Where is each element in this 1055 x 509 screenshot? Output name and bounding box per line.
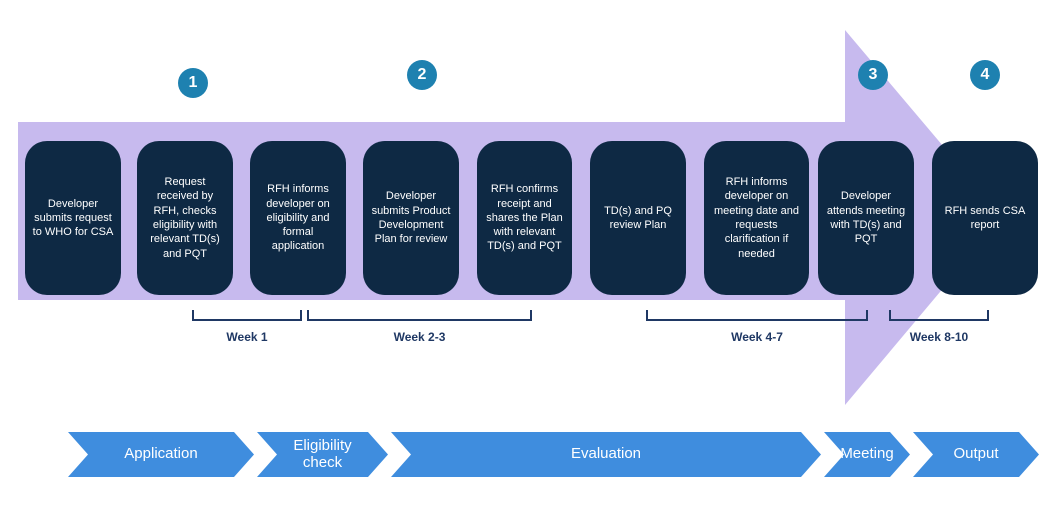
step-text-5: RFH confirms receipt and shares the Plan…	[486, 183, 563, 253]
phase-label-evaluation: Evaluation	[570, 445, 642, 463]
week-group-3: Week 4-7	[646, 310, 868, 344]
step-text-9: RFH sends CSA report	[944, 204, 1026, 231]
step-text-8: Developer attends meeting with TD(s) and…	[826, 190, 906, 246]
bracket-icon	[307, 310, 532, 321]
week-group-4: Week 8-10	[889, 310, 989, 344]
milestone-number-4: 4	[980, 66, 990, 83]
milestone-number-3: 3	[868, 66, 878, 83]
week-label-1: Week 1	[226, 330, 268, 344]
step-box-4: Developer submits Product Development Pl…	[363, 141, 459, 295]
phase-label-output: Output	[953, 445, 999, 463]
phase-eligibility-check: Eligibility check	[257, 432, 388, 477]
milestone-number-1: 1	[188, 74, 198, 91]
step-box-1: Developer submits request to WHO for CSA	[25, 141, 121, 295]
step-text-3: RFH informs developer on eligibility and…	[266, 183, 330, 253]
step-text-1: Developer submits request to WHO for CSA	[32, 197, 114, 239]
week-label-3: Week 4-7	[731, 330, 783, 344]
step-box-5: RFH confirms receipt and shares the Plan…	[477, 141, 572, 295]
phase-label-meeting: Meeting	[840, 445, 894, 463]
milestone-number-2: 2	[417, 66, 427, 83]
phase-label-eligibility-check: Eligibility check	[293, 437, 352, 471]
phase-evaluation: Evaluation	[391, 432, 821, 477]
step-box-9: RFH sends CSA report	[932, 141, 1038, 295]
bracket-icon	[192, 310, 302, 321]
step-text-4: Developer submits Product Development Pl…	[371, 190, 451, 246]
step-box-7: RFH informs developer on meeting date an…	[704, 141, 809, 295]
step-text-7: RFH informs developer on meeting date an…	[713, 176, 799, 260]
step-text-6: TD(s) and PQ review Plan	[604, 204, 672, 231]
week-group-2: Week 2-3	[307, 310, 532, 344]
phase-output: Output	[913, 432, 1039, 477]
step-box-6: TD(s) and PQ review Plan	[590, 141, 686, 295]
step-box-2: Request received by RFH, checks eligibil…	[137, 141, 233, 295]
bracket-icon	[646, 310, 868, 321]
phase-label-application: Application	[124, 445, 198, 463]
milestone-circle-3: 3	[858, 60, 888, 90]
step-text-2: Request received by RFH, checks eligibil…	[150, 176, 220, 260]
milestone-circle-4: 4	[970, 60, 1000, 90]
week-group-1: Week 1	[192, 310, 302, 344]
step-box-3: RFH informs developer on eligibility and…	[250, 141, 346, 295]
step-box-8: Developer attends meeting with TD(s) and…	[818, 141, 914, 295]
phase-application: Application	[68, 432, 254, 477]
milestone-circle-1: 1	[178, 68, 208, 98]
milestone-circle-2: 2	[407, 60, 437, 90]
bracket-icon	[889, 310, 989, 321]
week-label-4: Week 8-10	[909, 330, 969, 344]
week-label-2: Week 2-3	[393, 330, 446, 344]
